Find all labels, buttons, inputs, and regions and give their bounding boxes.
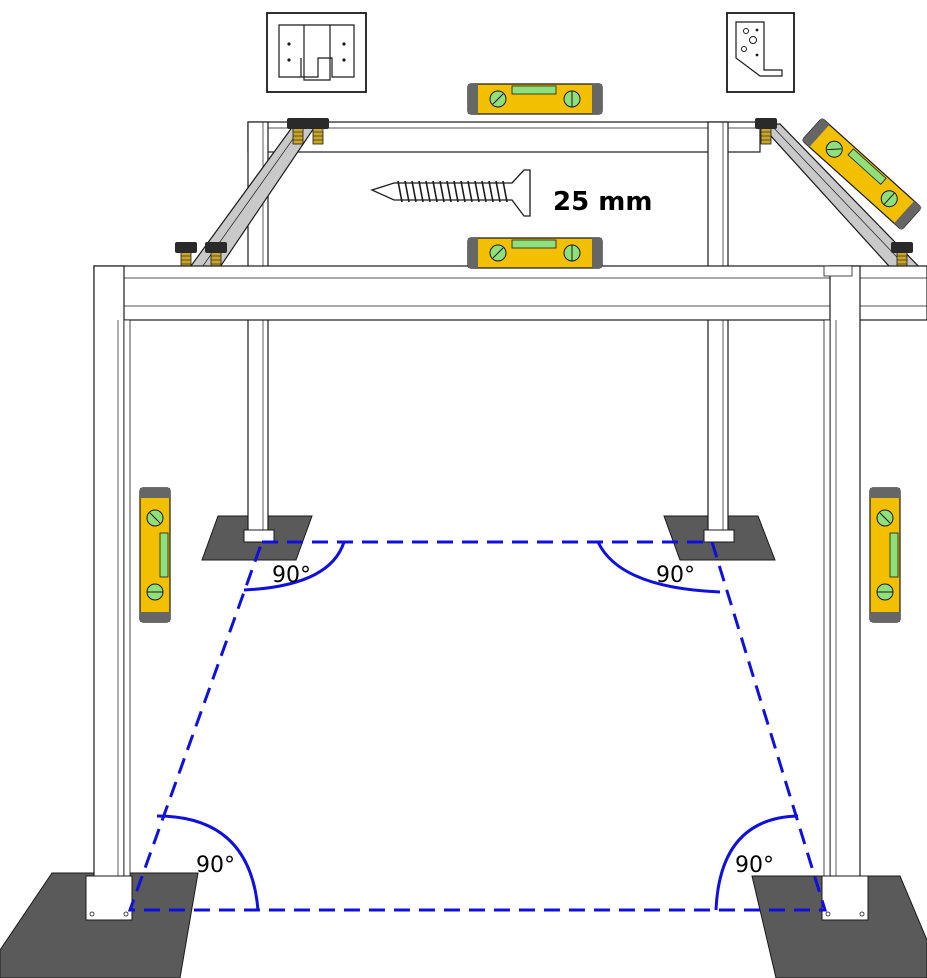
front-frame bbox=[85, 265, 927, 921]
base-plate-front-left bbox=[0, 872, 199, 978]
screw-length-label: 25 mm bbox=[553, 187, 652, 217]
countersunk-screw-icon bbox=[370, 169, 531, 217]
spirit-level-icon bbox=[467, 237, 603, 269]
angle-arc-front-left bbox=[156, 814, 260, 911]
base-plate-front-right bbox=[751, 875, 927, 978]
diagonal-guide-outline bbox=[127, 540, 828, 912]
angle-label-back-right: 90° bbox=[656, 563, 695, 588]
angle-arc-back-left bbox=[243, 541, 346, 592]
angle-label-front-right: 90° bbox=[735, 853, 774, 878]
squaring-guide bbox=[127, 540, 828, 912]
angle-bracket-icon bbox=[726, 12, 795, 93]
spirit-level-icon bbox=[869, 487, 901, 623]
back-frame bbox=[243, 121, 761, 543]
angle-label-back-left: 90° bbox=[272, 563, 311, 588]
spirit-level-icon bbox=[467, 83, 603, 115]
spirit-level-icon bbox=[139, 487, 171, 623]
flat-corner-bracket-icon bbox=[266, 12, 367, 93]
angle-arc-back-right bbox=[596, 541, 721, 594]
angle-label-front-left: 90° bbox=[196, 853, 235, 878]
angle-arc-front-right bbox=[714, 814, 799, 911]
